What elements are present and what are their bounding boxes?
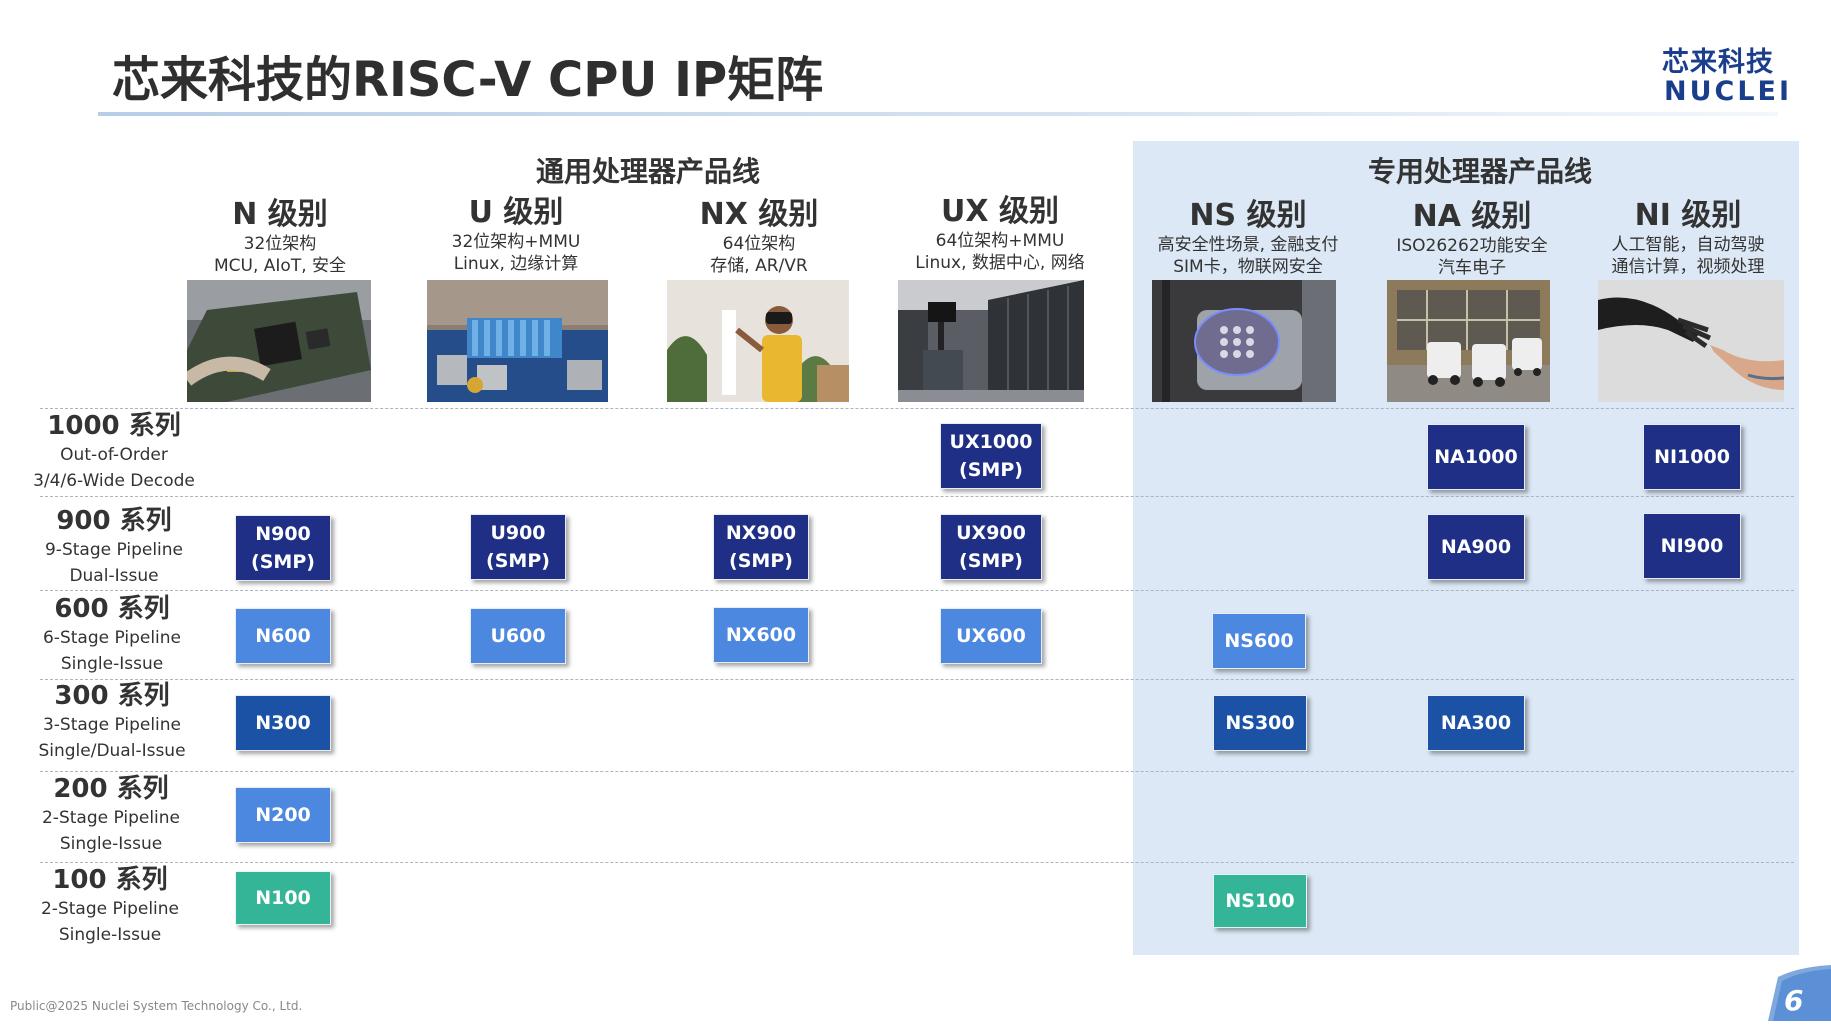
column-desc: 存储, AR/VR [710, 256, 808, 276]
column-desc: 人工智能，自动驾驶 [1611, 235, 1765, 255]
series-desc: 3/4/6-Wide Decode [33, 471, 195, 491]
column-desc: 通信计算，视频处理 [1611, 257, 1765, 277]
page-number: 6 [1784, 984, 1804, 1017]
product-ns600[interactable]: NS600 [1212, 613, 1306, 669]
row-divider [40, 771, 1794, 772]
product-ni900[interactable]: NI900 [1643, 513, 1741, 579]
series-name: 1000 系列 [47, 411, 181, 441]
row-divider [40, 862, 1794, 863]
row-label-100: 100 系列 2-Stage Pipeline Single-Issue [41, 864, 179, 948]
product-ns100[interactable]: NS100 [1213, 874, 1307, 928]
product-ni1000[interactable]: NI1000 [1643, 424, 1741, 490]
product-u600[interactable]: U600 [470, 608, 566, 664]
row-divider [40, 590, 1794, 591]
series-name: 200 系列 [53, 774, 169, 804]
column-desc: 32位架构+MMU [451, 232, 581, 252]
product-n300[interactable]: N300 [235, 695, 331, 751]
series-desc: Single-Issue [60, 654, 164, 674]
keypad-lock-icon [1152, 280, 1336, 402]
column-header-ni: NI 级别 人工智能，自动驾驶 通信计算，视频处理 [1612, 198, 1765, 278]
column-desc: Linux, 数据中心, 网络 [915, 253, 1085, 273]
product-ns300[interactable]: NS300 [1213, 695, 1307, 751]
column-level: NS 级别 [1189, 198, 1307, 233]
product-n900[interactable]: N900 (SMP) [235, 515, 331, 581]
product-u900[interactable]: U900 (SMP) [470, 514, 566, 580]
series-desc: 2-Stage Pipeline [40, 899, 180, 919]
column-header-nx: NX 级别 64位架构 存储, AR/VR [700, 197, 819, 277]
column-level: UX 级别 [941, 194, 1059, 229]
product-ux600[interactable]: UX600 [940, 608, 1042, 664]
series-desc: Single-Issue [58, 925, 162, 945]
column-header-ns: NS 级别 高安全性场景, 金融支付 SIM卡，物联网安全 [1158, 198, 1339, 278]
product-na300[interactable]: NA300 [1427, 695, 1525, 751]
column-level: NI 级别 [1634, 198, 1742, 233]
column-desc: 64位架构+MMU [935, 231, 1065, 251]
product-n600[interactable]: N600 [235, 608, 331, 664]
column-desc: MCU, AIoT, 安全 [213, 256, 347, 276]
group-title-special: 专用处理器产品线 [1367, 155, 1593, 188]
product-na1000[interactable]: NA1000 [1427, 424, 1525, 490]
column-header-n: N 级别 32位架构 MCU, AIoT, 安全 [214, 197, 346, 277]
row-label-600: 600 系列 6-Stage Pipeline Single-Issue [43, 593, 181, 677]
column-desc: 64位架构 [722, 234, 796, 254]
logo-chinese: 芯来科技 [1662, 47, 1774, 78]
column-desc: 汽车电子 [1437, 258, 1506, 278]
column-desc: ISO26262功能安全 [1396, 236, 1548, 256]
column-header-u: U 级别 32位架构+MMU Linux, 边缘计算 [452, 195, 581, 275]
product-nx600[interactable]: NX600 [713, 607, 809, 663]
group-title-general: 通用处理器产品线 [535, 155, 761, 188]
robot-hand-icon [1598, 280, 1784, 402]
series-desc: Single/Dual-Issue [38, 741, 186, 761]
row-label-1000: 1000 系列 Out-of-Order 3/4/6-Wide Decode [33, 410, 195, 494]
column-desc: 高安全性场景, 金融支付 [1157, 235, 1339, 255]
vr-headset-icon [667, 280, 849, 402]
row-divider [40, 496, 1794, 497]
row-label-300: 300 系列 3-Stage Pipeline Single/Dual-Issu… [38, 680, 185, 764]
series-desc: 6-Stage Pipeline [42, 628, 182, 648]
column-header-ux: UX 级别 64位架构+MMU Linux, 数据中心, 网络 [915, 194, 1084, 274]
logo-english: NUCLEI [1664, 76, 1793, 107]
series-name: 300 系列 [54, 681, 170, 711]
series-desc: Dual-Issue [69, 566, 159, 586]
product-nx900[interactable]: NX900 (SMP) [713, 514, 809, 580]
chip-board-icon [187, 280, 371, 402]
series-name: 900 系列 [56, 506, 172, 536]
product-n200[interactable]: N200 [235, 787, 331, 843]
row-divider [40, 679, 1794, 680]
column-level: U 级别 [468, 195, 564, 230]
column-level: N 级别 [232, 197, 328, 232]
column-header-na: NA 级别 ISO26262功能安全 汽车电子 [1396, 199, 1547, 279]
series-name: 100 系列 [52, 865, 168, 895]
series-desc: 3-Stage Pipeline [42, 715, 181, 735]
page-number-tab [1768, 965, 1831, 1021]
row-label-200: 200 系列 2-Stage Pipeline Single-Issue [42, 773, 180, 857]
row-label-900: 900 系列 9-Stage Pipeline Dual-Issue [45, 505, 183, 589]
delivery-robot-icon [1387, 280, 1550, 402]
series-desc: 9-Stage Pipeline [44, 540, 184, 560]
series-desc: Out-of-Order [60, 445, 168, 465]
footer-copyright: Public@2025 Nuclei System Technology Co.… [10, 999, 303, 1013]
column-desc: Linux, 边缘计算 [453, 254, 579, 274]
title-underline [98, 112, 1778, 116]
series-desc: 2-Stage Pipeline [41, 808, 181, 828]
column-level: NX 级别 [699, 197, 819, 232]
row-divider [40, 408, 1794, 409]
page-title: 芯来科技的RISC-V CPU IP矩阵 [112, 52, 824, 108]
server-rack-icon [898, 280, 1084, 402]
column-desc: 32位架构 [243, 234, 317, 254]
product-ux1000[interactable]: UX1000 (SMP) [940, 423, 1042, 489]
series-desc: Single-Issue [59, 834, 163, 854]
column-level: NA 级别 [1412, 199, 1532, 234]
product-n100[interactable]: N100 [235, 871, 331, 925]
series-name: 600 系列 [54, 594, 170, 624]
product-ux900[interactable]: UX900 (SMP) [940, 514, 1042, 580]
circuit-board-icon [427, 280, 608, 402]
product-na900[interactable]: NA900 [1427, 514, 1525, 580]
column-desc: SIM卡，物联网安全 [1173, 257, 1323, 277]
